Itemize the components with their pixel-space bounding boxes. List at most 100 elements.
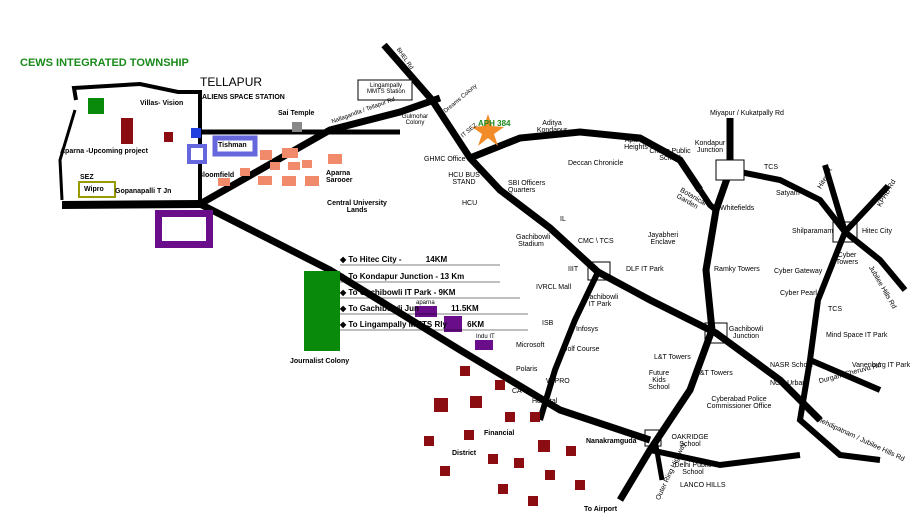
- label-hitec-city: Hitec City: [862, 228, 892, 235]
- junction-cyber-towers: [832, 221, 858, 243]
- distance-gachibowli-jn: ◆ To Gachibowli Jun 11.5KM: [340, 304, 479, 313]
- label-aparna-sarooer: Aparna Sarooer: [326, 170, 353, 184]
- label-lanco: LANCO HILLS: [680, 482, 726, 489]
- aliens-block: [191, 128, 201, 138]
- label-indu: Indu IT: [476, 334, 495, 340]
- villas-vision-block: [164, 132, 173, 142]
- label-aparna-heights: Aparna Heights: [624, 137, 648, 151]
- label-aph: APH 384: [478, 119, 511, 128]
- label-ncc: NCC Urban: [770, 380, 807, 387]
- road-hitex: [822, 164, 848, 233]
- road-diagonal-financial: [198, 200, 652, 444]
- label-tifr: TIFR: [166, 220, 182, 227]
- label-bloomfield: Bloomfield: [198, 172, 235, 179]
- label-hcu-bus: HCU BUS STAND: [448, 172, 480, 186]
- wipro-box: [78, 181, 116, 198]
- road-gopanapalli-loop: [58, 109, 77, 201]
- label-tcs2: TCS: [828, 306, 842, 313]
- road-iiit-gachibowli: [596, 268, 823, 423]
- label-ca: CA: [512, 388, 522, 395]
- label-financial: Financial: [484, 430, 515, 437]
- label-cmc-tcs: CMC \ TCS: [578, 238, 614, 245]
- road-kondapur-loop: [697, 188, 718, 213]
- label-gulmohar: Gulmohar Colony: [401, 114, 429, 126]
- road-bhel: [381, 42, 601, 275]
- tishman-block: [212, 135, 258, 157]
- distance-lines: [340, 264, 528, 331]
- distance-hitec: ◆ To Hitec City - 14KM: [340, 255, 448, 264]
- label-lt-towers2: L&T Towers: [696, 370, 733, 377]
- road-gopanapalli: [61, 200, 201, 209]
- road-tellapur-north: [71, 81, 202, 204]
- ts-block: [187, 144, 207, 164]
- label-shilparamam: Shilparamam: [792, 228, 834, 235]
- label-journalist: Journalist Colony: [290, 358, 350, 365]
- label-miyapur: Miyapur / Kukatpally Rd: [710, 110, 784, 117]
- label-polaris: Polaris: [516, 366, 538, 373]
- road-kondapur-cyber: [729, 167, 908, 292]
- label-gachibowli-jn: Gachibowli Junction: [728, 326, 764, 340]
- label-sai-temple: Sai Temple: [278, 110, 315, 117]
- label-deccan: Deccan Chronicle: [568, 160, 624, 167]
- label-future-kids: Future Kids School: [648, 370, 670, 391]
- junction-gachibowli: [704, 322, 728, 344]
- aparna-small-block: [415, 306, 437, 317]
- label-tcs1: TCS: [764, 164, 778, 171]
- sai-temple-block: [292, 122, 302, 132]
- label-tellapur: TELLAPUR: [200, 75, 263, 89]
- label-wipro: WIPRO: [546, 378, 570, 385]
- aparna-upcoming-block: [121, 118, 133, 144]
- label-delhi-public: Delhi Public School: [674, 462, 712, 476]
- label-cyber-gateway: Cyber Gateway: [774, 268, 823, 275]
- label-jayabheri: Jayabheri Enclave: [647, 232, 679, 246]
- road-outer-ring: [652, 439, 665, 481]
- junction-iiit: [587, 261, 611, 281]
- label-aparna-small: aparna: [416, 300, 435, 306]
- road-kphb: [842, 183, 891, 235]
- map-title: CEWS INTEGRATED TOWNSHIP: [20, 57, 189, 69]
- label-gopanapalli: Gopanapalli T Jn: [115, 188, 172, 195]
- label-kondapur-jn: Kondapur Junction: [694, 140, 726, 154]
- label-hospital: Hospital: [532, 398, 558, 405]
- label-infosys: Infosys: [576, 326, 599, 333]
- label-nanakramguda: Nanakramguda: [586, 438, 637, 445]
- road-cyber-down: [796, 230, 881, 463]
- distance-lingampally: ◆ To Lingampally MMTS Rly 6KM: [340, 320, 485, 329]
- distance-kondapur: ◆ To Kondapur Junction - 13 Km: [340, 272, 465, 281]
- label-iiit: IIIT: [568, 266, 579, 273]
- label-district: District: [452, 450, 477, 457]
- label-to-airport: To Airport: [584, 506, 618, 513]
- label-cyber-pearl: Cyber Pearl: [780, 290, 817, 297]
- cews-township-block: [88, 98, 104, 114]
- junction-kondapur: [715, 159, 745, 181]
- label-gachibowli-it: Gachibowli IT Park: [584, 294, 619, 308]
- label-sbi: SBI Officers Quarters: [508, 180, 546, 194]
- label-hcu: HCU: [462, 200, 478, 207]
- lingampally-box: [357, 79, 413, 101]
- label-oakridge: OAKRIDGE School: [671, 434, 709, 448]
- label-whitefields: Whitefields: [720, 205, 755, 212]
- aph-marker: [472, 114, 504, 146]
- label-mind-space: Mind Space IT Park: [826, 332, 888, 339]
- sarooer-blocks: [218, 148, 342, 186]
- label-cyber-towers: Cyber Towers: [835, 252, 859, 266]
- label-ghmc: GHMC Office: [424, 156, 466, 163]
- label-sez: SEZ: [80, 174, 94, 181]
- label-lingampally: Lingampally MMTS Station: [366, 83, 405, 95]
- financial-district-blocks: [424, 366, 585, 506]
- road-durgam: [808, 357, 882, 393]
- road-iiit-south: [537, 270, 601, 421]
- label-ts: TS: [192, 151, 201, 158]
- label-tishman: Tishman: [218, 142, 247, 149]
- label-microsoft: Microsoft: [516, 342, 545, 349]
- label-aparna-upcoming: Aparna -Upcoming project: [60, 148, 148, 155]
- label-wipro-box: Wipro: [84, 186, 104, 193]
- label-nasr: NASR School: [770, 362, 813, 369]
- label-chirec: Chirec Public School: [649, 148, 691, 162]
- label-ivrcl: IVRCL Mall: [536, 284, 572, 291]
- journalist-colony-block: [304, 271, 340, 351]
- label-ramky: Ramky Towers: [714, 266, 760, 273]
- label-aliens: ALIENS SPACE STATION: [202, 94, 285, 101]
